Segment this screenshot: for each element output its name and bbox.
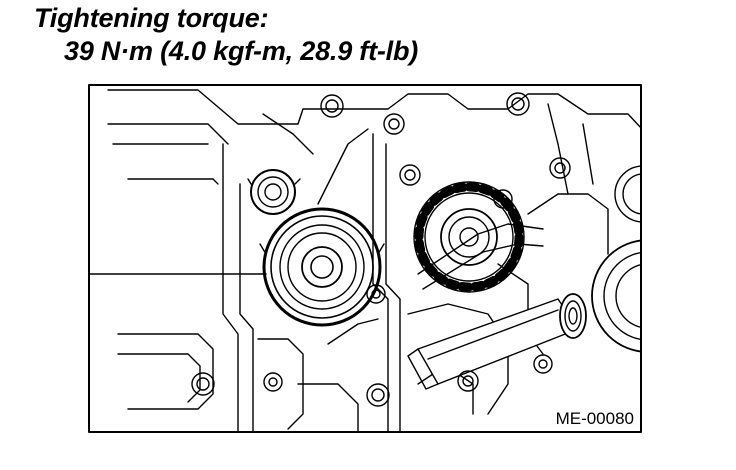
figure-code: ME-00080 bbox=[556, 409, 634, 428]
belt-tensioner-pulley bbox=[259, 207, 385, 327]
bolt-bosses bbox=[191, 92, 571, 407]
figure-frame bbox=[88, 84, 642, 433]
crank-pulley bbox=[591, 165, 641, 353]
idler-pulley bbox=[247, 169, 301, 215]
torque-value: 39 N·m (4.0 kgf-m, 28.9 ft-lb) bbox=[64, 36, 419, 66]
camshaft-sprocket bbox=[413, 181, 525, 293]
torque-spec: Tightening torque: 39 N·m (4.0 kgf-m, 28… bbox=[34, 2, 418, 68]
torque-label: Tightening torque: bbox=[34, 3, 269, 33]
engine-diagram: ME-00080 bbox=[88, 84, 642, 433]
water-pipe bbox=[407, 293, 587, 390]
engine-block-outline bbox=[107, 89, 641, 432]
